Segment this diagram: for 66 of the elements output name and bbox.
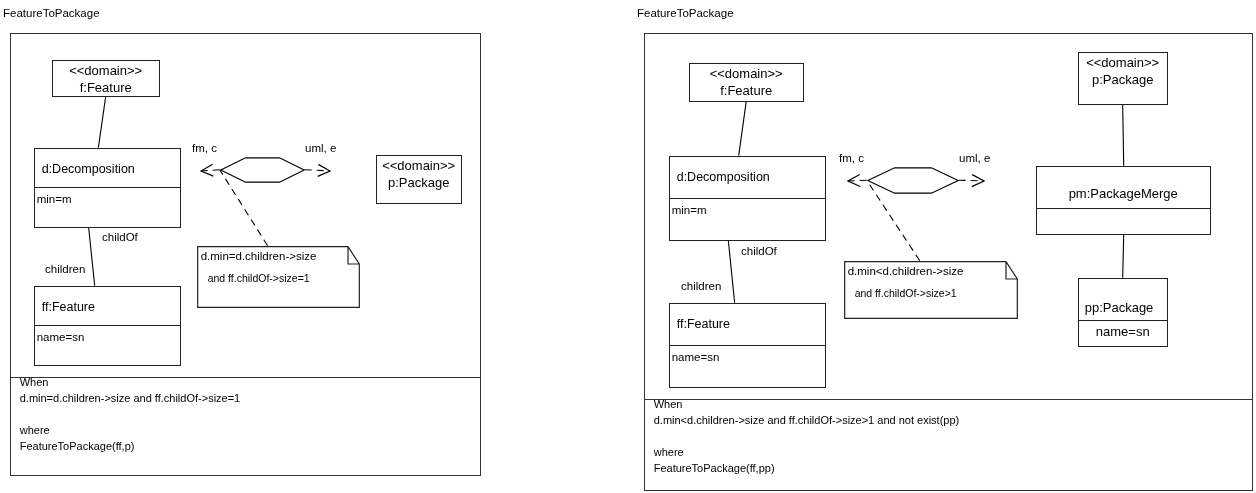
object-name: d:Decomposition (676, 169, 770, 185)
object-box (1077, 277, 1168, 347)
object-name: pm:PackageMerge (1067, 186, 1179, 202)
dashed-arrow (200, 163, 221, 177)
frame-title: FeatureToPackage (637, 7, 734, 21)
dashed-arrow (304, 163, 331, 177)
keyword: When (19, 375, 49, 389)
object-name: p:Package (1090, 72, 1155, 88)
connector-line (97, 96, 107, 149)
role-label: childOf (102, 231, 138, 244)
attribute: name=sn (671, 350, 720, 364)
stereotype: <<domain>> (68, 63, 144, 79)
connector-line (738, 101, 747, 157)
condition-text: FeatureToPackage(ff,pp) (653, 461, 775, 475)
stereotype: <<domain>> (708, 66, 784, 82)
connector-line (1122, 104, 1125, 167)
condition-text: d.min<d.children->size and ff.childOf->size>1 and not exist(pp) (653, 413, 960, 427)
object-name: f:Feature (719, 83, 774, 99)
object-name: d:Decomposition (41, 161, 135, 177)
dashed-arrow (958, 174, 985, 188)
dashed-arrow (847, 173, 868, 188)
domain-object-box (1077, 51, 1168, 105)
condition-text: FeatureToPackage(ff,p) (19, 439, 135, 453)
connector-line (727, 240, 736, 304)
role-label: children (681, 280, 722, 293)
object-box (668, 155, 826, 241)
stereotype: <<domain>> (1085, 55, 1161, 71)
keyword: When (653, 397, 683, 411)
object-name: f:Feature (78, 80, 133, 96)
attribute: name=sn (1094, 324, 1151, 340)
edge-label: uml, e (959, 152, 991, 165)
object-box (1035, 165, 1211, 235)
note-text: d.min<d.children->size (847, 264, 964, 278)
note (843, 260, 1018, 319)
keyword: where (653, 445, 684, 459)
connector-line (1122, 234, 1125, 279)
connector-line (88, 227, 96, 287)
dashed-line (219, 169, 269, 247)
stereotype: <<domain>> (381, 158, 457, 174)
note-text: and ff.childOf->size>1 (854, 286, 957, 299)
object-box (33, 147, 181, 228)
object-box (668, 302, 826, 388)
condition-text: d.min=d.children->size and ff.childOf->size=1 (19, 391, 241, 405)
edge-label: uml, e (305, 142, 337, 155)
edge-label: fm, c (192, 142, 217, 155)
object-name: p:Package (386, 175, 451, 191)
domain-object-box (688, 62, 804, 102)
object-box (33, 285, 181, 366)
role-label: children (45, 263, 86, 276)
edge-label: fm, c (839, 152, 864, 165)
frame-title: FeatureToPackage (3, 7, 100, 21)
attribute: name=sn (36, 330, 85, 344)
note-text: and ff.childOf->size=1 (207, 271, 310, 284)
domain-object-box (51, 59, 160, 97)
role-label: childOf (741, 245, 777, 258)
relation-hexagon (866, 166, 959, 194)
attribute: min=m (671, 203, 707, 217)
attribute: min=m (36, 192, 72, 206)
relation-hexagon (219, 156, 305, 183)
object-name: pp:Package (1084, 300, 1154, 316)
object-name: ff:Feature (41, 299, 95, 315)
keyword: where (19, 423, 50, 437)
object-name: ff:Feature (676, 316, 730, 332)
note-text: d.min=d.children->size (200, 249, 317, 263)
domain-object-box (375, 154, 462, 204)
note (196, 245, 360, 308)
